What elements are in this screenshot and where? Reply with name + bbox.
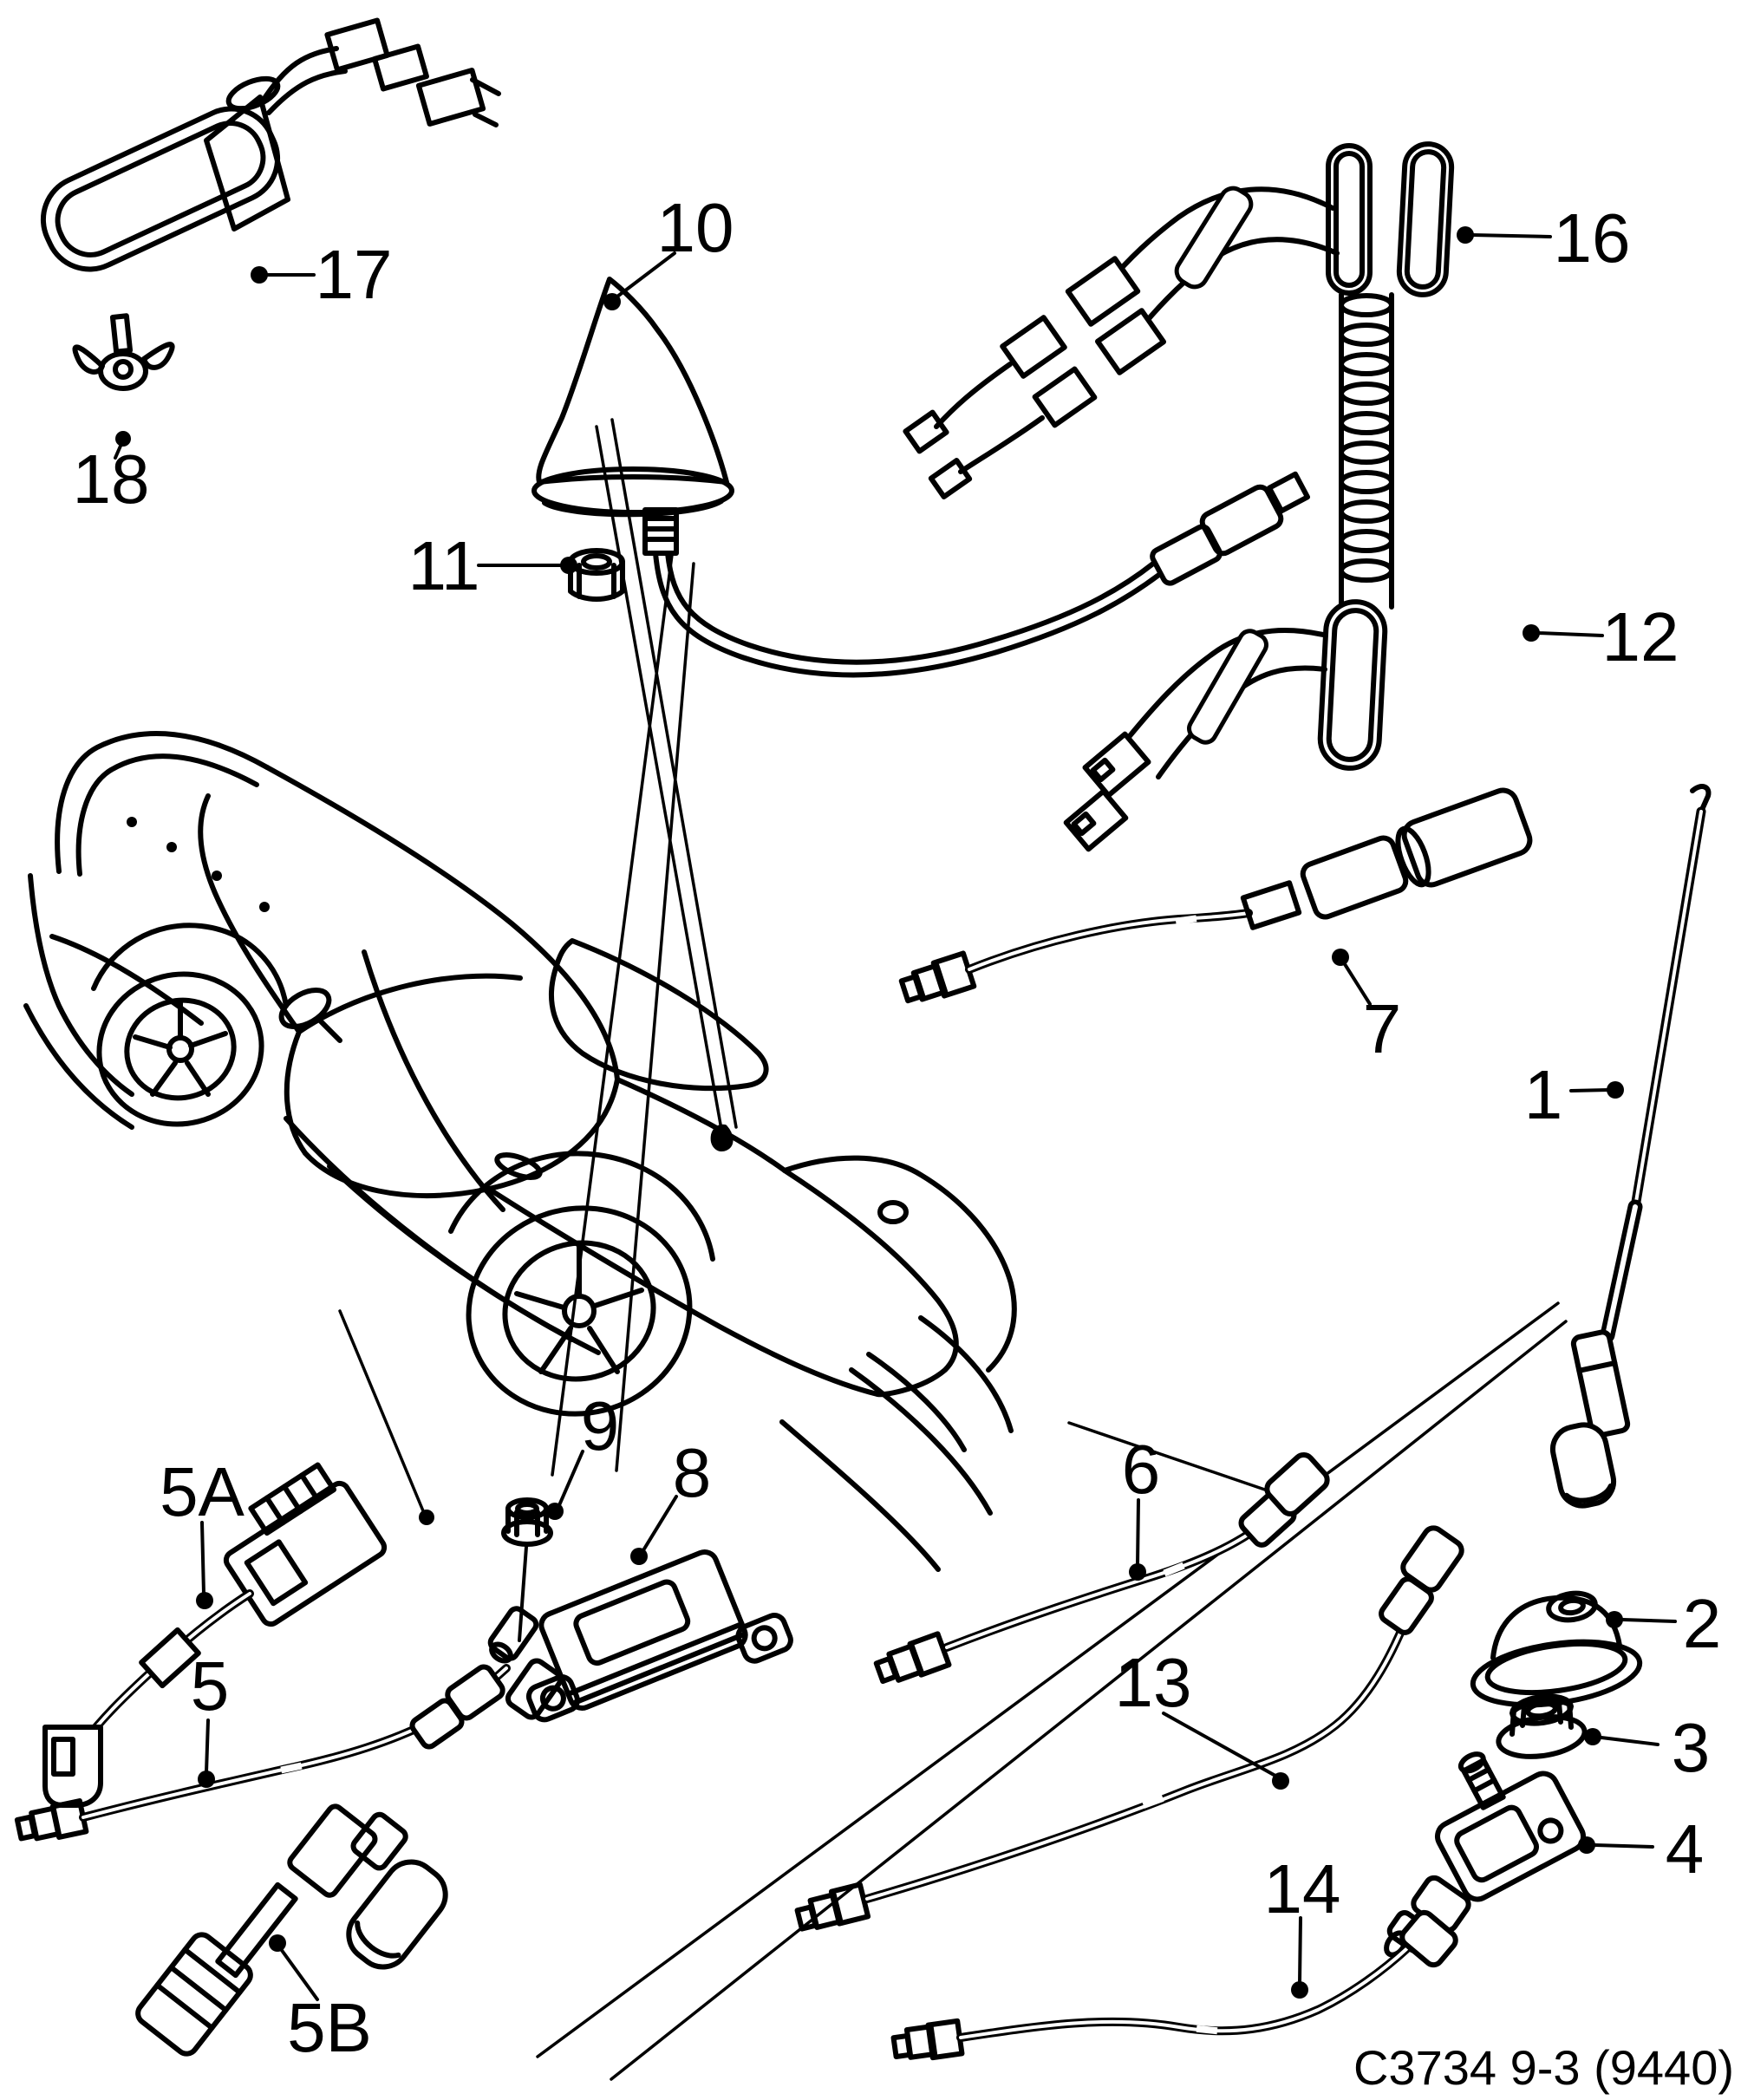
antenna-cable-13 (794, 1525, 1464, 1932)
antenna-cable-6 (873, 1452, 1330, 1685)
leader-14 (1291, 1916, 1308, 1999)
connector-lead-5a (42, 1462, 388, 1808)
leader-17 (251, 266, 316, 284)
part-label-10: 10 (657, 189, 734, 266)
part-label-9: 9 (581, 1387, 620, 1464)
car-illustration (23, 731, 1017, 1572)
leader-1 (1569, 1081, 1624, 1099)
leader-8 (630, 1495, 678, 1565)
roof-antenna-base (40, 17, 501, 272)
leader-6 (1129, 1498, 1146, 1581)
part-label-1: 1 (1524, 1056, 1563, 1133)
antenna-cable-5 (14, 1664, 511, 1842)
diagram-caption: C3734 9-3 (9440) (1353, 2040, 1734, 2095)
leader-10 (603, 251, 676, 310)
routing-pointer-lines (338, 418, 1568, 2081)
part-label-5b: 5B (287, 1989, 372, 2066)
part-label-2: 2 (1683, 1585, 1722, 1662)
part-label-12: 12 (1602, 598, 1679, 675)
callout-leaders (114, 226, 1677, 2001)
leader-2 (1606, 1611, 1677, 1628)
part-label-6: 6 (1122, 1431, 1161, 1508)
antenna-cable-14 (890, 1909, 1458, 2061)
connector-lead-5b (135, 1803, 448, 2057)
part-label-7: 7 (1363, 990, 1402, 1067)
leader-16 (1457, 226, 1552, 244)
antenna-amplifier (487, 1545, 793, 1723)
part-label-13: 13 (1115, 1644, 1192, 1721)
antenna-nut (568, 548, 625, 602)
part-label-17: 17 (316, 236, 393, 313)
flexible-antenna-element (903, 143, 1394, 852)
leader-7 (1332, 949, 1372, 1006)
leader-5b (269, 1934, 319, 2001)
part-label-11: 11 (408, 527, 479, 604)
shark-fin-antenna (531, 277, 1311, 678)
leader-18 (114, 431, 131, 460)
leader-11 (477, 557, 577, 574)
leader-5 (198, 1718, 215, 1788)
antenna-mast (1549, 784, 1712, 1509)
part-labels: 1 2 3 4 5 5A 5B 6 7 8 9 10 11 12 13 14 1… (73, 189, 1734, 2095)
part-label-4: 4 (1666, 1810, 1705, 1888)
part-label-18: 18 (73, 440, 150, 518)
part-label-3: 3 (1672, 1709, 1711, 1786)
leader-4 (1578, 1836, 1654, 1854)
leader-5a (196, 1521, 213, 1609)
part-label-14: 14 (1264, 1850, 1341, 1927)
antenna-cover-pad (1396, 141, 1455, 297)
leader-12 (1523, 624, 1604, 642)
wing-nut (72, 313, 175, 391)
part-label-16: 16 (1554, 199, 1631, 277)
leader-9 (546, 1450, 584, 1520)
part-label-5a: 5A (160, 1453, 245, 1530)
leader-13 (1162, 1712, 1289, 1790)
leader-3 (1584, 1728, 1659, 1746)
part-label-8: 8 (673, 1434, 712, 1511)
antenna-cable-7 (898, 787, 1533, 1004)
part-label-5: 5 (191, 1647, 230, 1725)
mast-nut (1496, 1693, 1588, 1759)
amplifier-nut (501, 1497, 553, 1547)
